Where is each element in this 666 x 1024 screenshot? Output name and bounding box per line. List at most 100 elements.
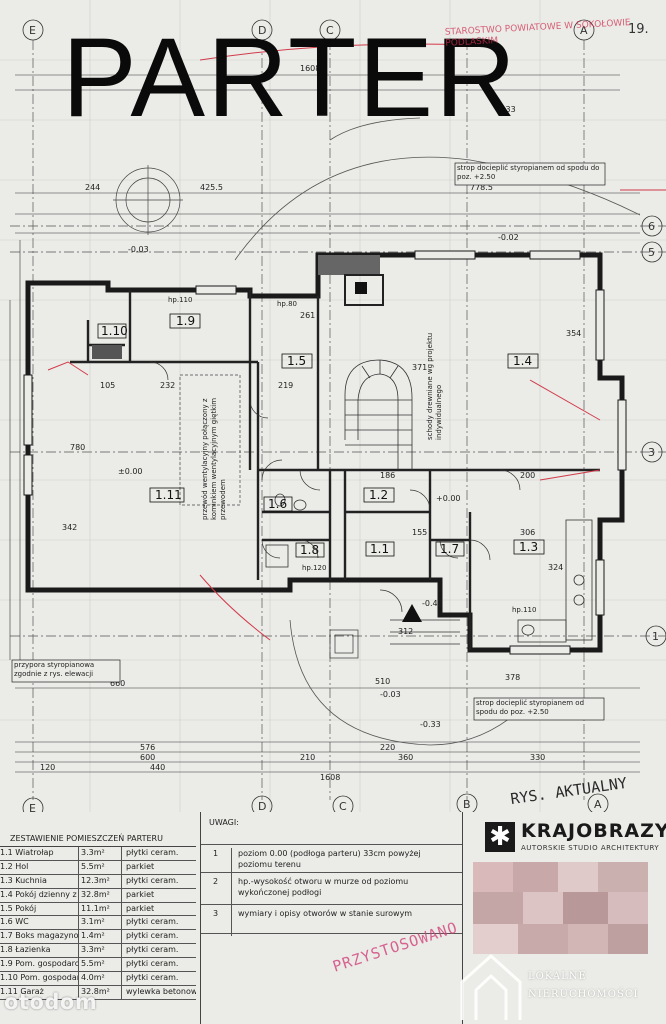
dim-576: 576 <box>140 743 155 752</box>
left-dimension-lines <box>9 240 21 660</box>
dim-330: 330 <box>530 753 545 762</box>
annotation-strop-top-text: strop docieplić styropianem od spodu do … <box>457 164 600 181</box>
annotation-schody: schody drewniane wg projektu indywidualn… <box>426 333 443 440</box>
room-label-1-8: 1.8 <box>300 543 319 557</box>
room-label-1-9: 1.9 <box>176 314 195 328</box>
room-label-1-1: 1.1 <box>370 542 389 556</box>
room-name: 1.8 Łazienka <box>0 944 79 958</box>
dim-780: 780 <box>70 443 85 452</box>
dim-324: 324 <box>548 563 563 572</box>
note-text: wymiary i opisy otworów w stanie surowym <box>231 908 428 936</box>
room-area: 32.8m² <box>79 888 122 902</box>
bathroom-fixtures <box>265 493 307 568</box>
dimension-numbers: 1608 425.5 244 778.5 232 105 219 261 186… <box>40 64 581 782</box>
room-name: 1.10 Pom. gospodarcze <box>0 972 79 985</box>
room-name: 1.11 Garaż <box>0 985 79 999</box>
table-row: 1.4 Pokój dzienny z jad.32.8m² parkiet <box>0 888 196 903</box>
table-row: 1.10 Pom. gospodarcze4.0m² płytki ceram. <box>0 972 196 986</box>
red-corrections <box>47 43 666 641</box>
level-top-terrace: -0.33 <box>495 105 516 114</box>
room-finish: płytki ceram. <box>126 917 179 927</box>
axis-label-a-bottom: A <box>594 798 602 811</box>
dim-378: 378 <box>505 673 520 682</box>
lokalne-nieruchomosci-watermark: LOKALNE NIERUCHOMOŚCI <box>528 968 638 1004</box>
note-text: poziom 0.00 (podłoga parteru) 33cm powyż… <box>231 848 428 876</box>
room-finish: parkiet <box>126 903 155 913</box>
dim-312: 312 <box>398 627 413 636</box>
level-hall: +0.00 <box>436 494 461 503</box>
brand-subtitle: AUTORSKIE STUDIO ARCHITEKTURY <box>521 844 660 852</box>
chimney-block <box>92 255 384 359</box>
level-bottom-terrace: -0.03 <box>380 690 401 699</box>
dim-660: 660 <box>110 679 125 688</box>
dim-220: 220 <box>380 743 395 752</box>
level-garage: ±0.00 <box>118 467 143 476</box>
dim-200: 200 <box>520 471 535 480</box>
windows <box>23 250 627 655</box>
opening-height-tags: hp.110 hp.80 hp.120 hp.110 <box>168 296 536 614</box>
room-finish: płytki ceram. <box>126 945 179 955</box>
annotation-przewod: przewód wentylacyjny połączony z kominki… <box>201 398 227 520</box>
note-row: 2 hp.-wysokość otworu w murze od poziomu… <box>201 872 463 908</box>
axis-label-a-top: A <box>580 24 588 37</box>
axis-label-b-bottom: B <box>463 798 471 811</box>
dim-105: 105 <box>100 381 115 390</box>
dim-510: 510 <box>375 677 390 686</box>
room-name: 1.4 Pokój dzienny z jad. <box>0 888 79 902</box>
dim-232: 232 <box>160 381 175 390</box>
room-area: 4.0m² <box>79 972 122 985</box>
axis-label-d-bottom: D <box>258 800 266 812</box>
axis-label-6: 6 <box>648 220 655 233</box>
room-finish: płytki ceram. <box>126 848 179 857</box>
dim-371: 371 <box>412 363 427 372</box>
room-label-1-10: 1.10 <box>101 324 128 338</box>
room-finish: wylewka betonowa <box>126 986 196 996</box>
dim-354: 354 <box>566 329 581 338</box>
note-text: hp.-wysokość otworu w murze od poziomu w… <box>231 876 428 908</box>
room-finish: płytki ceram. <box>126 959 179 969</box>
kitchen-counter <box>517 519 593 643</box>
room-area: 5.5m² <box>79 860 122 874</box>
room-area: 5.5m² <box>79 958 122 972</box>
room-label-1-2: 1.2 <box>369 488 388 502</box>
annotation-przypora-text: przypora styropianowa zgodnie z rys. ele… <box>14 661 95 678</box>
room-area: 12.3m² <box>79 874 122 888</box>
door-swings <box>149 361 521 613</box>
dim-155: 155 <box>412 528 427 537</box>
bottom-dimension-lines <box>15 687 640 773</box>
otodom-watermark: otodom <box>4 990 98 1014</box>
exterior-walls <box>25 252 625 653</box>
dim-360: 360 <box>398 753 413 762</box>
room-name: 1.6 WC <box>0 916 79 930</box>
annotation-przypora: przypora styropianowa zgodnie z rys. ele… <box>11 659 121 683</box>
brand-name: KRAJOBRAZY <box>521 820 666 842</box>
room-finish: płytki ceram. <box>126 875 179 885</box>
dim-440: 440 <box>150 763 165 772</box>
room-label-1-5: 1.5 <box>287 354 306 368</box>
note-row: 3 wymiary i opisy otworów w stanie surow… <box>201 904 463 936</box>
hp-tag-1-5: hp.80 <box>277 300 297 308</box>
notes-panel: UWAGI: 1 poziom 0.00 (podłoga parteru) 3… <box>200 812 463 1024</box>
room-finish: płytki ceram. <box>126 973 179 983</box>
room-label-1-11: 1.11 <box>155 488 182 502</box>
room-area: 3.3m² <box>79 847 122 860</box>
asterisk-logo-icon: ✱ <box>485 822 515 852</box>
room-finish: parkiet <box>126 889 155 899</box>
watermark-line-1: LOKALNE <box>528 971 587 982</box>
note-row: 1 poziom 0.00 (podłoga parteru) 33cm pow… <box>201 844 463 876</box>
note-number: 1 <box>213 849 219 858</box>
level-left-terrace: -0.03 <box>128 245 149 254</box>
note-number: 2 <box>213 877 219 886</box>
annotation-strop-bottom-text: strop docieplić styropianem od spodu do … <box>476 699 585 716</box>
axis-label-c-top: C <box>326 24 334 37</box>
room-area: 32.8m² <box>79 985 122 999</box>
level-top-path: -0.02 <box>498 233 519 242</box>
hp-tag-1-3: hp.110 <box>512 606 536 614</box>
dim-1608-top: 1608 <box>300 64 320 73</box>
level-bottom-step: -0.33 <box>420 720 441 729</box>
axis-label-c-bottom: C <box>339 800 347 812</box>
axis-label-e-bottom: E <box>29 802 36 812</box>
